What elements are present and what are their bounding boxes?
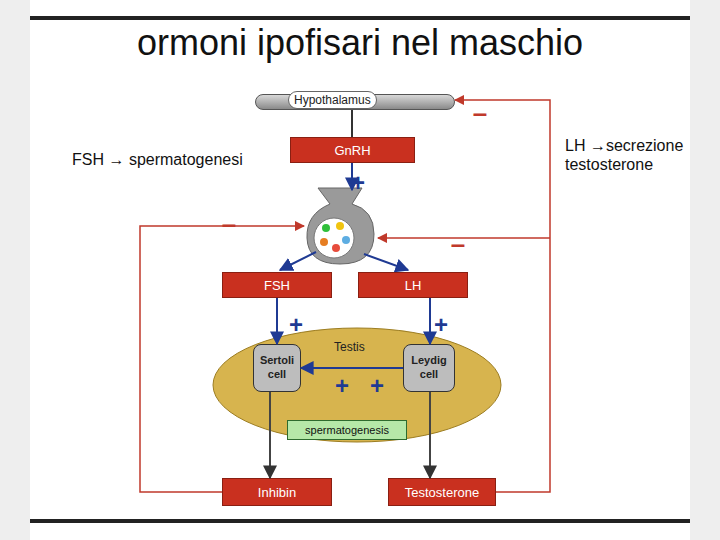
side-band — [0, 0, 30, 540]
plus-sign: + — [351, 169, 365, 197]
plus-sign: + — [434, 311, 448, 339]
hormone-box: GnRH — [290, 137, 415, 163]
connector-arrow — [269, 392, 271, 478]
hormone-box: FSH — [222, 272, 332, 298]
connector-arrow — [429, 298, 431, 344]
pituitary-lobe — [314, 218, 354, 258]
ellipse-outline — [213, 328, 501, 442]
connector-arrow — [276, 298, 278, 344]
node-label: spermatogenesis — [305, 424, 389, 436]
node-label: Leydig cell — [404, 354, 454, 382]
connector-arrow — [351, 110, 353, 137]
node-label: Sertoli cell — [254, 354, 300, 382]
release-arrow — [364, 254, 408, 270]
minus-sign: – — [451, 229, 465, 260]
pituitary-cell — [332, 244, 340, 252]
node-label: Testosterone — [405, 485, 479, 500]
plus-sign: + — [370, 372, 384, 400]
note-text: FSH → spermatogenesi — [72, 150, 272, 169]
pituitary-cell — [342, 236, 350, 244]
feedback-line — [140, 226, 304, 492]
note-text: LH →secrezione testosterone — [565, 136, 705, 174]
node-label: LH — [405, 278, 422, 293]
node-label: Testis — [334, 340, 365, 354]
hypothalamus-bar: Hypothalamus — [255, 94, 455, 110]
node-label: GnRH — [334, 143, 370, 158]
pituitary-gland — [307, 188, 374, 264]
hormone-box: LH — [358, 272, 468, 298]
top-rule — [30, 16, 690, 20]
node-label: Hypothalamus — [288, 91, 377, 109]
testis-ellipse: TestisSertoli cell Leydig cell spermatogen… — [212, 327, 502, 443]
hormone-box: Inhibin — [222, 478, 332, 506]
pituitary-cell — [336, 222, 344, 230]
plus-sign: + — [335, 372, 349, 400]
slide-title: ormoni ipofisari nel maschio — [0, 22, 720, 64]
minus-sign: – — [222, 209, 236, 240]
side-band — [690, 0, 720, 540]
connector-arrow — [455, 100, 550, 492]
minus-sign: – — [473, 98, 487, 129]
release-arrow — [280, 252, 316, 270]
node-label: Inhibin — [258, 485, 296, 500]
cell-box: Leydig cell — [403, 344, 455, 392]
cell-box: Sertoli cell — [253, 344, 301, 392]
process-box: spermatogenesis — [287, 420, 407, 440]
connector-arrow — [429, 392, 431, 478]
pituitary-cell — [320, 238, 328, 246]
node-label: FSH — [264, 278, 290, 293]
hormone-box: Testosterone — [388, 478, 496, 506]
bottom-rule — [30, 519, 690, 523]
pituitary-cell — [322, 224, 330, 232]
connector-arrow — [301, 367, 403, 369]
plus-sign: + — [289, 311, 303, 339]
